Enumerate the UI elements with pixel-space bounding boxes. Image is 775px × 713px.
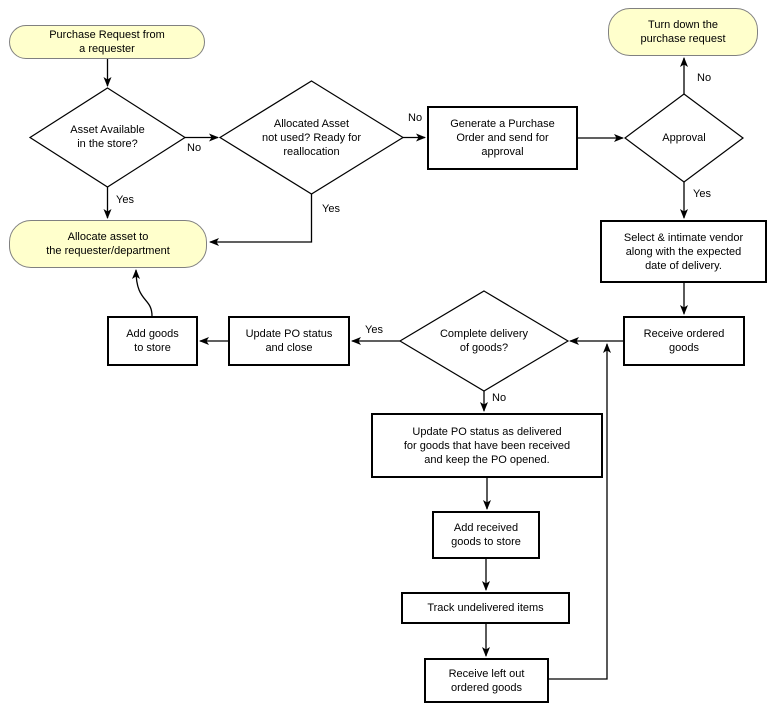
arrow-realloc-yes-to-allocate [209, 194, 313, 246]
edge-label-approval-yes: Yes [693, 188, 711, 200]
process-add-received-goods: Add received goods to store [432, 511, 540, 559]
process-select-intimate-vendor: Select & intimate vendor along with the … [600, 220, 767, 283]
edge-label-realloc-no: No [408, 112, 423, 124]
process-update-po-status-close: Update PO status and close [228, 316, 350, 366]
edge-label-approval-no: No [697, 72, 712, 84]
decision-approval-label: Approval [662, 132, 706, 144]
process-generate-purchase-order: Generate a Purchase Order and send for a… [427, 106, 578, 170]
decision-allocated-asset-label: Allocated Asset not used? Ready for real… [261, 117, 362, 158]
process-track-undelivered-items: Track undelivered items [401, 592, 570, 624]
process-add-goods-to-store: Add goods to store [107, 316, 198, 366]
edge-label-realloc-yes: Yes [322, 203, 340, 215]
decision-asset-available-label: Asset Available in the store? [70, 124, 145, 150]
terminator-purchase-request: Purchase Request from a requester [9, 25, 205, 59]
terminator-allocate-asset: Allocate asset to the requester/departme… [9, 220, 207, 268]
arrow-add-goods-to-allocate-curve [132, 269, 153, 317]
process-receive-leftout-goods: Receive left out ordered goods [424, 658, 549, 703]
process-receive-ordered-goods: Receive ordered goods [623, 316, 745, 366]
edge-label-delivery-yes: Yes [365, 324, 383, 336]
edge-label-asset-yes: Yes [116, 194, 134, 206]
terminator-turn-down-request: Turn down the purchase request [608, 8, 758, 56]
process-update-po-keep-opened: Update PO status as delivered for goods … [371, 413, 603, 478]
edge-label-asset-no: No [187, 142, 202, 154]
decision-complete-delivery-label: Complete delivery of goods? [439, 328, 529, 354]
edge-label-delivery-no: No [492, 392, 507, 404]
arrow-receive-leftout-loop-to-receive-goods [549, 343, 611, 680]
